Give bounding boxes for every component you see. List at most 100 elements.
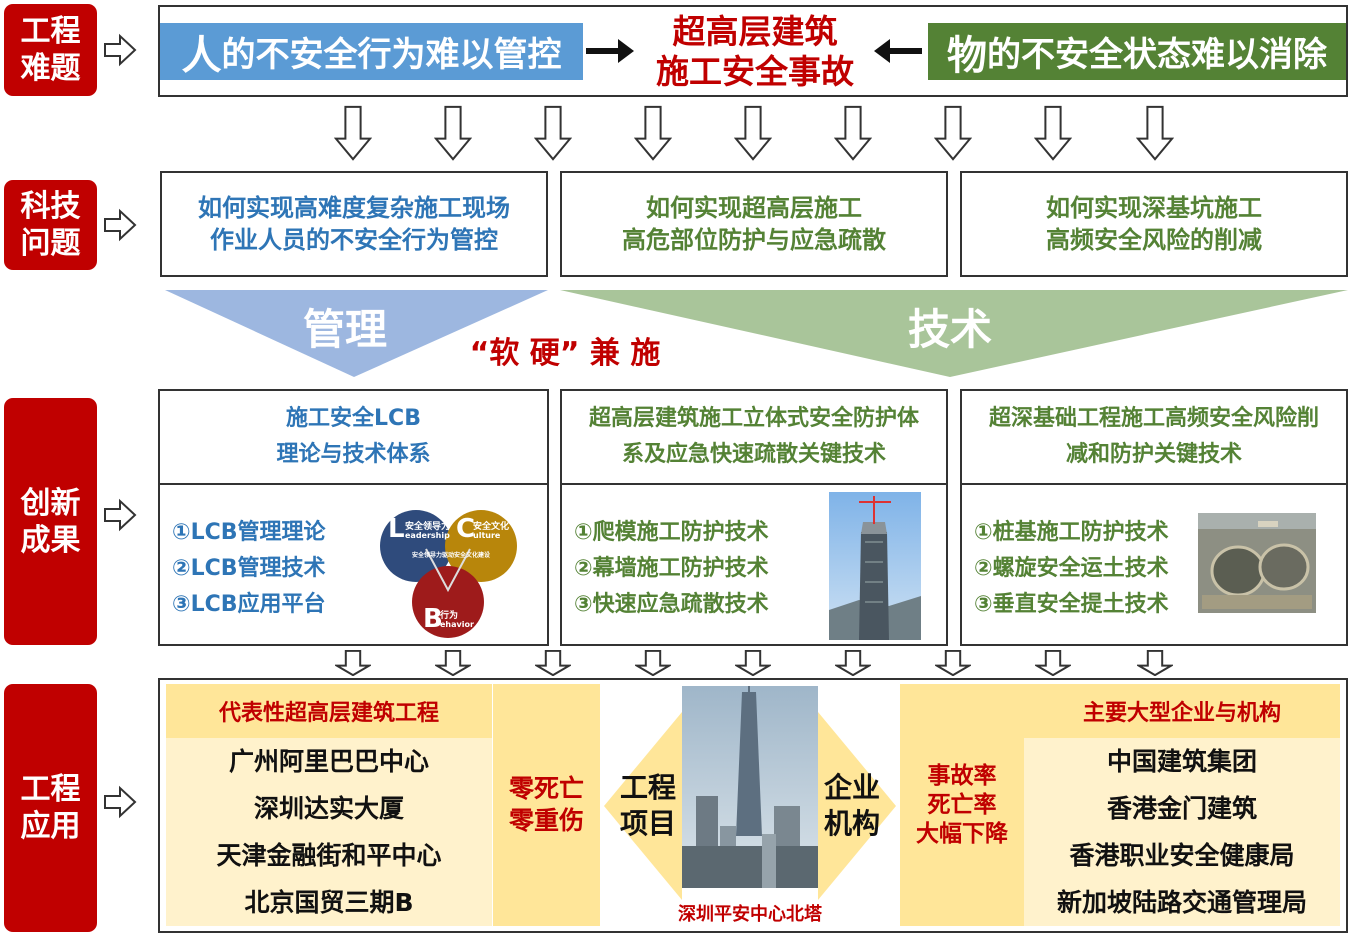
venn-b-text: 行为 xyxy=(440,611,459,621)
list-item: ①LCB管理理论 xyxy=(172,520,326,545)
projects-panel: 代表性超高层建筑工程 广州阿里巴巴中心 深圳达实大厦 天津金融街和平中心 北京国… xyxy=(166,684,492,926)
hollow-arrow-down-icon xyxy=(1035,650,1071,676)
venn-b-sub: ehavior xyxy=(440,620,474,629)
hollow-arrow-down-icon xyxy=(1136,105,1174,161)
list-item: 中国建筑集团 xyxy=(1106,747,1257,776)
hollow-arrow-down-icon xyxy=(934,105,972,161)
orgs-list: 中国建筑集团 香港金门建筑 香港职业安全健康局 新加坡陆路交通管理局 xyxy=(1024,738,1340,926)
hollow-arrow-down-icon xyxy=(1034,105,1072,161)
innovation-3-list: ①桩基施工防护技术 ②螺旋安全运土技术 ③垂直安全提土技术 xyxy=(974,515,1199,623)
venn-c-sub: ulture xyxy=(473,531,501,540)
row-label-science: 科技 问题 xyxy=(4,180,97,270)
hollow-arrow-down-icon xyxy=(634,105,672,161)
science-1-line1: 如何实现高难度复杂施工现场 xyxy=(198,194,510,222)
hollow-arrow-right-icon xyxy=(104,498,137,532)
hollow-arrow-down-icon xyxy=(835,650,871,676)
technology-funnel xyxy=(560,290,1348,377)
arrow-label-line: 项目 xyxy=(619,807,676,840)
tower-caption: 深圳平安中心北塔 xyxy=(678,904,822,925)
funnel-triangles xyxy=(165,290,1348,377)
hollow-arrow-down-icon xyxy=(735,650,771,676)
hollow-arrow-down-icon xyxy=(734,105,772,161)
orgs-panel: 主要大型企业与机构 中国建筑集团 香港金门建筑 香港职业安全健康局 新加坡陆路交… xyxy=(1024,684,1340,926)
ping-an-tower-photo xyxy=(682,686,818,888)
innovation-1-title-line1: 施工安全LCB xyxy=(286,406,421,431)
chevron-left-icon xyxy=(604,712,682,900)
human-banner-text: 的不安全行为难以管控 xyxy=(221,35,562,75)
list-item: 北京国贸三期B xyxy=(244,888,414,917)
innovation-box-1: 施工安全LCB 理论与技术体系 ①LCB管理理论 ②LCB管理技术 ③LCB应用… xyxy=(158,389,549,646)
innovation-2-title-line2: 系及应急快速疏散关键技术 xyxy=(621,442,886,467)
venn-l-sub: eadership xyxy=(405,531,450,540)
soft-hard-label: “软 硬” 兼 施 xyxy=(469,336,661,371)
hollow-arrow-down-icon xyxy=(334,105,372,161)
venn-center-text: 安全领导力驱动安全文化建设 xyxy=(411,552,490,559)
accident-rate-panel: 事故率 死亡率 大幅下降 xyxy=(900,684,1024,926)
human-unsafe-banner: 人的不安全行为难以管控 xyxy=(160,23,583,80)
projects-header: 代表性超高层建筑工程 xyxy=(166,684,492,738)
list-item: ③垂直安全提土技术 xyxy=(974,592,1169,617)
row-label-innovation: 创新 成果 xyxy=(4,398,97,645)
hollow-arrow-down-icon xyxy=(435,650,471,676)
venn-circles xyxy=(380,510,517,638)
science-box-3: 如何实现深基坑施工 高频安全风险的削减 xyxy=(960,171,1348,277)
accident-line1: 超高层建筑 xyxy=(672,12,838,51)
hollow-arrow-down-icon xyxy=(935,650,971,676)
innovation-3-title-line1: 超深基础工程施工高频安全风险削 xyxy=(988,406,1319,431)
skyscraper-construction-photo xyxy=(829,492,921,640)
projects-list: 广州阿里巴巴中心 深圳达实大厦 天津金融街和平中心 北京国贸三期B xyxy=(166,738,492,926)
innovation-1-title: 施工安全LCB 理论与技术体系 xyxy=(160,391,547,485)
innovation-box-3: 超深基础工程施工高频安全风险削 减和防护关键技术 ①桩基施工防护技术 ②螺旋安全… xyxy=(960,389,1348,646)
list-item: 深圳达实大厦 xyxy=(253,794,404,823)
innovation-2-list: ①爬模施工防护技术 ②幕墙施工防护技术 ③快速应急疏散技术 xyxy=(574,515,814,623)
row-label-problem: 工程 难题 xyxy=(4,4,97,96)
management-funnel xyxy=(165,290,548,377)
result-line: 大幅下降 xyxy=(916,820,1008,847)
hollow-arrow-down-icon xyxy=(434,105,472,161)
list-item: ③LCB应用平台 xyxy=(172,592,326,617)
hollow-arrow-down-icon xyxy=(534,105,572,161)
science-box-1: 如何实现高难度复杂施工现场 作业人员的不安全行为管控 xyxy=(160,171,548,277)
venn-b-letter: B xyxy=(423,604,443,634)
list-item: ②螺旋安全运土技术 xyxy=(974,556,1169,581)
hollow-arrow-right-icon xyxy=(104,785,137,819)
foundation-pit-photo xyxy=(1198,513,1316,613)
human-lead-char: 人 xyxy=(181,32,222,79)
list-item: ③快速应急疏散技术 xyxy=(574,592,769,617)
innovation-box-2: 超高层建筑施工立体式安全防护体 系及应急快速疏散关键技术 ①爬模施工防护技术 ②… xyxy=(560,389,948,646)
venn-c-letter: C xyxy=(456,514,476,544)
hollow-arrow-down-icon xyxy=(535,650,571,676)
enterprise-label: 企业 机构 xyxy=(820,768,884,844)
list-item: ①桩基施工防护技术 xyxy=(974,520,1169,545)
hollow-arrow-right-icon xyxy=(104,208,137,242)
hollow-arrow-down-icon xyxy=(1137,650,1173,676)
down-arrows-row-2 xyxy=(0,650,1350,680)
list-item: 新加坡陆路交通管理局 xyxy=(1056,888,1307,917)
hollow-arrow-right-icon xyxy=(104,33,137,67)
science-3-line1: 如何实现深基坑施工 xyxy=(1046,194,1262,222)
list-item: 香港职业安全健康局 xyxy=(1069,841,1295,870)
orgs-header: 主要大型企业与机构 xyxy=(1024,684,1340,738)
venn-l-text: 安全领导力 xyxy=(405,522,451,532)
innovation-1-list: ①LCB管理理论 ②LCB管理技术 ③LCB应用平台 xyxy=(172,515,372,623)
result-line: 死亡率 xyxy=(927,791,997,818)
lcb-venn-diagram: L 安全领导力 eadership C 安全文化 ulture 安全领导力驱动安… xyxy=(378,504,523,644)
result-line: 事故率 xyxy=(927,762,997,789)
list-item: 天津金融街和平中心 xyxy=(216,841,442,870)
innovation-3-title: 超深基础工程施工高频安全风险削 减和防护关键技术 xyxy=(962,391,1346,485)
science-2-line1: 如何实现超高层施工 xyxy=(646,194,862,222)
accident-title: 超高层建筑 施工安全事故 xyxy=(640,12,870,92)
list-item: ②LCB管理技术 xyxy=(172,556,326,581)
result-line: 零死亡 xyxy=(508,774,584,803)
list-item: ①爬模施工防护技术 xyxy=(574,520,769,545)
science-box-2: 如何实现超高层施工 高危部位防护与应急疏散 xyxy=(560,171,948,277)
venn-c-text: 安全文化 xyxy=(473,522,510,532)
arrow-left-icon xyxy=(874,39,922,63)
list-item: 香港金门建筑 xyxy=(1106,794,1257,823)
science-2-line2: 高危部位防护与应急疏散 xyxy=(622,226,886,254)
science-1-line2: 作业人员的不安全行为管控 xyxy=(210,226,498,254)
list-item: 广州阿里巴巴中心 xyxy=(228,747,429,776)
innovation-2-title-line1: 超高层建筑施工立体式安全防护体 xyxy=(588,406,919,431)
object-unsafe-banner: 物的不安全状态难以消除 xyxy=(928,23,1346,80)
arrow-label-line: 工程 xyxy=(619,771,676,804)
